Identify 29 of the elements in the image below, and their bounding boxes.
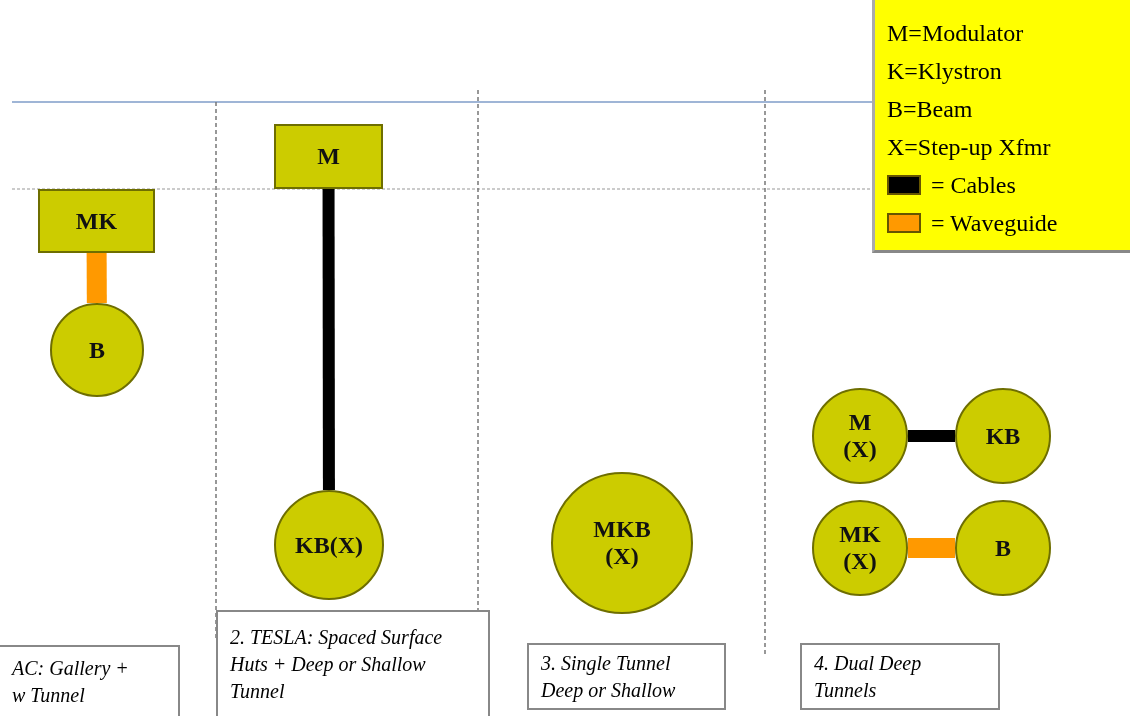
caption-box <box>216 610 490 716</box>
legend-text: = Cables <box>931 171 1016 199</box>
caption-text: AC: Gallery + w Tunnel <box>12 655 130 708</box>
caption-text: 4. Dual Deep Tunnels <box>814 650 923 703</box>
equipment-box <box>274 124 383 189</box>
equipment-box <box>38 189 155 253</box>
caption-box <box>527 643 726 710</box>
legend-text: = Waveguide <box>931 209 1058 237</box>
connector-bar <box>908 538 955 558</box>
node-label: KB(X) <box>295 531 363 559</box>
connector-bar <box>908 430 955 442</box>
node-label: KB <box>985 422 1021 450</box>
legend-text: B=Beam <box>887 95 973 123</box>
caption-box <box>0 645 180 716</box>
node-label: MK <box>75 207 118 235</box>
caption-text: 3. Single Tunnel Deep or Shallow <box>541 650 677 704</box>
connector-bar <box>86 252 107 304</box>
legend-text: M=Modulator <box>887 19 1024 47</box>
legend-text: X=Step-up Xfmr <box>887 133 1051 161</box>
node-label: M (X) <box>842 409 878 463</box>
caption-text: 2. TESLA: Spaced Surface Huts + Deep or Shallow Tunnel <box>230 624 444 704</box>
node-label: B <box>89 336 105 364</box>
node-label: M <box>317 143 340 170</box>
caption-box <box>800 643 1000 710</box>
node-label: MK (X) <box>838 521 882 575</box>
legend-text: K=Klystron <box>887 57 1002 85</box>
node-label: MKB (X) <box>592 516 652 570</box>
connector-bar <box>322 189 335 490</box>
node-label: B <box>995 534 1011 562</box>
